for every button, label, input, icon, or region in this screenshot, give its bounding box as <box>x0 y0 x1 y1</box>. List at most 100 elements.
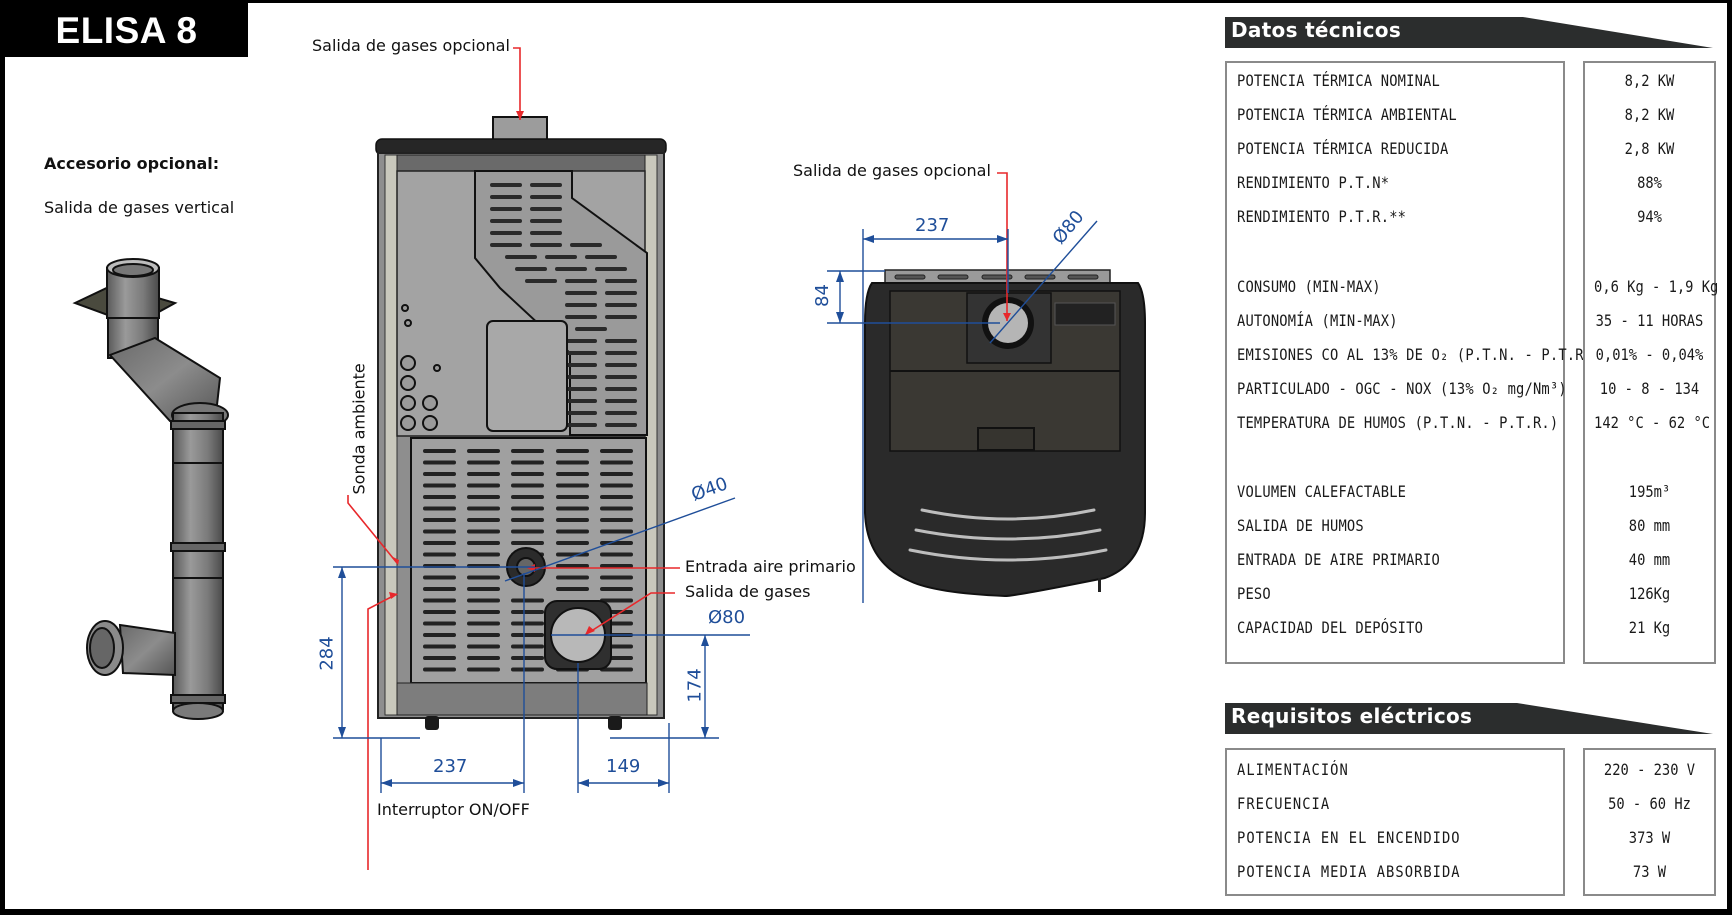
grille-slot <box>490 183 522 187</box>
electrical-row-value: 373 W <box>1628 828 1671 847</box>
grille-slot <box>423 483 456 488</box>
dim-flue-offset: 149 <box>606 756 641 777</box>
grille-slot <box>511 460 544 465</box>
grille-slot <box>511 667 544 672</box>
header-bar-shape <box>1225 703 1713 734</box>
grille-slot <box>505 255 537 259</box>
grille-slot <box>600 449 633 453</box>
grille-slot <box>545 255 577 259</box>
tech-row-label: SALIDA DE HUMOS <box>1237 516 1364 535</box>
grille-slot <box>490 231 522 235</box>
grille-slot <box>511 506 544 511</box>
tech-row-label: CAPACIDAD DEL DEPÓSITO <box>1237 618 1424 637</box>
tech-row-label: POTENCIA TÉRMICA REDUCIDA <box>1237 139 1449 158</box>
tech-row-label: POTENCIA TÉRMICA AMBIENTAL <box>1237 105 1457 124</box>
grille-slot <box>600 529 633 534</box>
grille-slot <box>423 610 456 614</box>
top-vents <box>908 508 1108 562</box>
grille-slot <box>423 552 456 557</box>
grille-slot <box>605 399 637 403</box>
grille-slot <box>423 495 456 499</box>
tech-data-header: Datos técnicos <box>1225 17 1715 48</box>
tech-row-value: 126Kg <box>1628 584 1671 603</box>
grille-slot <box>490 219 522 223</box>
vertical-flue-kit-illustration <box>72 258 229 720</box>
inspection-panel <box>486 320 568 432</box>
grille-slot <box>530 207 562 211</box>
label-on-off-switch: Interruptor ON/OFF <box>377 800 530 819</box>
connection-holes <box>400 304 441 431</box>
tech-row-value: 0,01% - 0,04% <box>1595 345 1704 364</box>
tech-row-value: 2,8 KW <box>1624 139 1675 158</box>
tech-row-label: CONSUMO (MIN-MAX) <box>1237 277 1381 296</box>
grille-slot <box>600 472 633 476</box>
tech-row-label: AUTONOMÍA (MIN-MAX) <box>1237 311 1398 330</box>
grille-slot <box>565 363 597 367</box>
grille-slot <box>525 279 557 283</box>
tech-row-value: 142 °C - 62 °C <box>1594 413 1711 432</box>
tech-row-value: 94% <box>1637 207 1662 226</box>
grille-slot <box>511 472 544 476</box>
grille-slot <box>605 423 637 427</box>
grille-slot <box>605 375 637 379</box>
grille-slot <box>565 411 597 415</box>
tech-row-value: 35 - 11 HORAS <box>1595 311 1704 330</box>
grille-slot <box>600 483 633 488</box>
grille-slot <box>565 375 597 379</box>
label-primary-air-inlet: Entrada aire primario <box>685 557 856 576</box>
grille-slot <box>605 411 637 415</box>
dim-top-flue-offset: 237 <box>915 215 950 236</box>
grille-slot <box>511 541 544 545</box>
grille-slot <box>565 339 597 343</box>
grille-slot <box>600 587 633 591</box>
grille-slot <box>511 518 544 522</box>
grille-slot <box>515 267 547 271</box>
grille-slot <box>605 279 637 283</box>
grille-slot <box>605 387 637 391</box>
grille-slot <box>556 541 589 545</box>
grille-slot <box>423 644 456 649</box>
grille-slot <box>605 339 637 343</box>
electrical-row-value: 73 W <box>1632 862 1667 881</box>
grille-slot <box>565 423 597 427</box>
electrical-row-label: ALIMENTACIÓN <box>1237 760 1349 779</box>
grille-slot <box>530 231 562 235</box>
grille-slot <box>511 495 544 499</box>
grille-slot <box>423 656 456 660</box>
grille-slot <box>467 587 500 591</box>
grille-slot <box>595 267 627 271</box>
tech-row-value: 0,6 Kg - 1,9 Kg <box>1594 277 1719 296</box>
grille-slot <box>467 598 500 603</box>
grille-slot <box>423 667 456 672</box>
grille-slot <box>600 667 633 672</box>
tech-row-value: 10 - 8 - 134 <box>1599 379 1700 398</box>
grille-slot <box>585 255 617 259</box>
grille-slot <box>565 279 597 283</box>
grille-slot <box>467 472 500 476</box>
grille-slot <box>423 587 456 591</box>
grille-slot <box>511 610 544 614</box>
grille-slot <box>423 506 456 511</box>
label-optional-flue-top: Salida de gases opcional <box>793 161 991 180</box>
grille-slot <box>600 460 633 465</box>
grille-slot <box>467 633 500 637</box>
grille-slot <box>467 644 500 649</box>
grille-slot <box>467 460 500 465</box>
grille-slot <box>511 621 544 626</box>
grille-slot <box>511 633 544 637</box>
grille-slot <box>423 529 456 534</box>
tech-row-value: 8,2 KW <box>1624 71 1675 90</box>
tech-data-title: Datos técnicos <box>1231 18 1402 42</box>
grille-slot <box>530 243 562 247</box>
grille-slot <box>556 472 589 476</box>
grille-slot <box>605 363 637 367</box>
grille-slot <box>556 506 589 511</box>
grille-slot <box>511 449 544 453</box>
grille-slot <box>565 303 597 307</box>
grille-slot <box>556 449 589 453</box>
grille-slot <box>423 472 456 476</box>
tech-row-label: EMISIONES CO AL 13% DE O₂ (P.T.N. - P.T.… <box>1237 345 1601 364</box>
grille-slot <box>570 243 602 247</box>
electrical-row-value: 220 - 230 V <box>1603 760 1696 779</box>
